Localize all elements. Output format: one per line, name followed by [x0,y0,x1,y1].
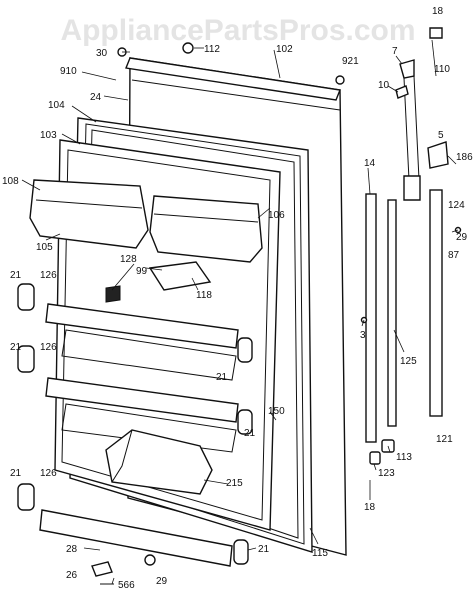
callout-99: 99 [136,266,148,277]
callout-128: 128 [120,254,137,265]
callout-21: 21 [244,428,256,439]
callout-18: 18 [432,6,444,17]
door-top-cap [125,57,341,101]
dairy-door-left [29,179,149,249]
shelf-end-cap-1 [17,283,35,311]
hinge-top-7 [399,59,415,79]
door-shelf-bar-3 [39,509,233,567]
callout-106: 106 [268,210,285,221]
callout-113: 113 [396,452,412,463]
callout-21: 21 [10,342,22,353]
callout-105: 105 [36,242,53,253]
callout-921: 921 [342,56,359,67]
shelf-end-cap-2 [17,345,35,373]
callout-21: 21 [10,468,22,479]
callout-28: 28 [66,544,78,555]
callout-5: 5 [438,130,444,141]
callout-215: 215 [226,478,243,489]
cap-123 [369,451,381,465]
shelf-end-cap-3 [17,483,35,511]
callout-104: 104 [48,100,65,111]
callout-125: 125 [400,356,417,367]
callout-10: 10 [378,80,390,91]
watermark-text: AppliancePartsPros.com [60,14,416,47]
callout-108: 108 [2,176,19,187]
leader-lines [21,39,459,585]
callout-3: 3 [360,330,366,341]
hinge-pin-110 [429,27,443,39]
shelf-end-cap-4 [237,337,253,363]
bracket-26 [91,561,113,577]
door-shelf-bar-1 [45,303,239,349]
callout-118: 118 [196,290,212,301]
screw-29 [144,554,156,566]
callout-103: 103 [40,130,57,141]
callout-126: 126 [40,342,57,353]
callout-24: 24 [90,92,102,103]
callout-87: 87 [448,250,460,261]
callout-566: 566 [118,580,135,591]
trim-strip-121 [429,189,443,417]
callout-29: 29 [456,232,468,243]
callout-910: 910 [60,66,77,77]
callout-labels: 18 110 30 112 102 7 910 921 24 10 104 5 … [2,6,473,591]
callout-126: 126 [40,468,57,479]
callout-21: 21 [216,372,228,383]
callout-124: 124 [448,200,465,211]
hinge-bracket-5 [427,141,449,169]
butter-tray [148,261,212,291]
callout-115: 115 [312,548,328,559]
callout-18: 18 [364,502,376,513]
callout-123: 123 [378,468,395,479]
callout-29: 29 [156,576,168,587]
callout-110: 110 [434,64,450,75]
callout-150: 150 [268,406,285,417]
shelf-end-cap-5 [237,409,253,435]
callout-186: 186 [456,152,473,163]
callout-126: 126 [40,270,57,281]
door-shelf-bar-2 [45,377,239,423]
plug-112 [182,42,194,54]
shelf-end-cap-6 [233,539,249,565]
callout-21: 21 [258,544,270,555]
callout-14: 14 [364,158,376,169]
trim-strip-14 [365,193,377,443]
callout-26: 26 [66,570,78,581]
callout-121: 121 [436,434,453,445]
trim-strip-125 [387,199,397,427]
screw-921 [335,75,345,85]
callout-21: 21 [10,270,22,281]
callout-102: 102 [276,44,293,55]
callout-30: 30 [96,48,108,59]
callout-7: 7 [392,46,398,57]
dairy-door-right [149,195,263,263]
callout-112: 112 [204,44,220,55]
